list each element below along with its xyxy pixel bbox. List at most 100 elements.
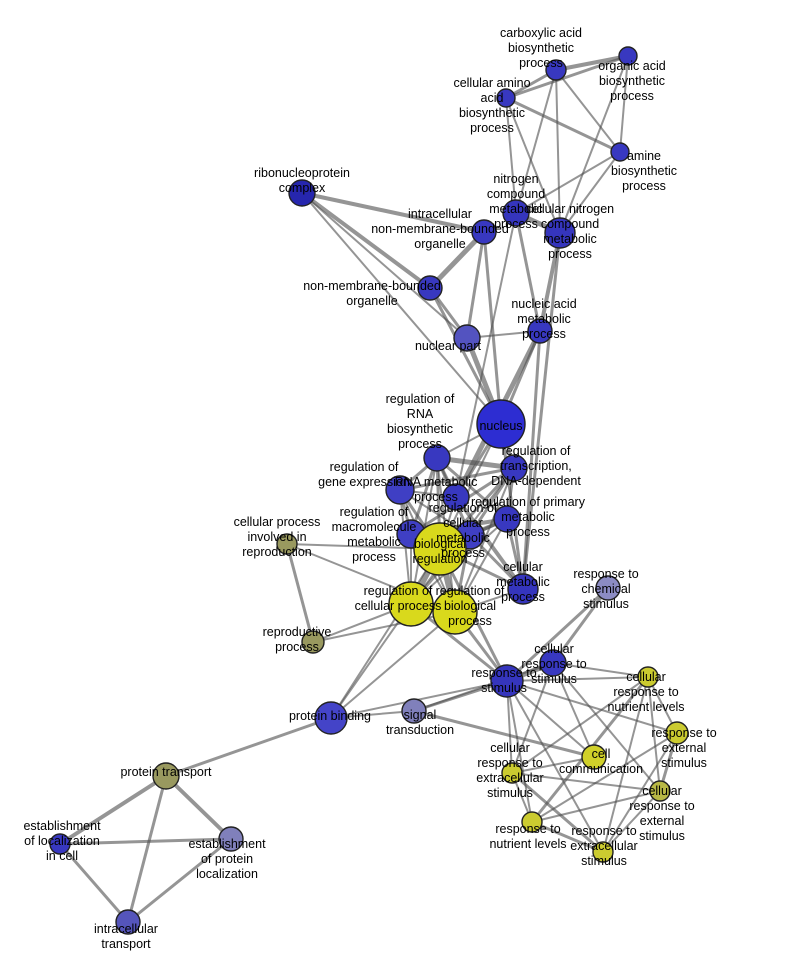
- graph-edge: [555, 69, 561, 234]
- graph-edge: [521, 231, 562, 591]
- node-regrna[interactable]: [423, 444, 451, 472]
- node-regbioproc[interactable]: [432, 589, 478, 635]
- node-prottrans[interactable]: [152, 762, 180, 790]
- graph-edge: [511, 772, 661, 792]
- graph-edge: [164, 774, 233, 841]
- node-rnamet[interactable]: [442, 483, 470, 511]
- graph-edge: [504, 54, 630, 100]
- node-cellrespextra[interactable]: [501, 762, 523, 784]
- graph-edge: [58, 837, 233, 846]
- node-estprotloc[interactable]: [218, 826, 244, 852]
- graph-edge: [602, 732, 678, 853]
- node-bioreg[interactable]: [413, 522, 467, 576]
- node-cellmet[interactable]: [507, 573, 539, 605]
- node-respextra[interactable]: [592, 841, 614, 863]
- node-respstim[interactable]: [490, 664, 524, 698]
- graph-edge: [551, 586, 610, 665]
- graph-edge: [506, 680, 595, 758]
- graph-edge: [602, 790, 661, 853]
- graph-edge: [511, 662, 554, 774]
- node-sigtrans[interactable]: [401, 698, 427, 724]
- graph-edge: [301, 192, 502, 425]
- graph-edge: [300, 191, 432, 290]
- graph-edge: [531, 732, 678, 823]
- node-cellrespstim[interactable]: [539, 649, 567, 677]
- node-amino[interactable]: [496, 88, 516, 108]
- node-estloc[interactable]: [49, 833, 71, 855]
- node-cellcomm[interactable]: [581, 744, 607, 770]
- node-amine[interactable]: [610, 142, 630, 162]
- graph-edge: [435, 456, 509, 521]
- node-cpir[interactable]: [276, 533, 298, 555]
- graph-edge: [521, 329, 542, 591]
- graph-edge: [427, 229, 487, 291]
- node-organic[interactable]: [618, 46, 638, 66]
- node-nucleus[interactable]: [476, 399, 526, 449]
- node-nmb[interactable]: [417, 275, 443, 301]
- graph-edge: [506, 680, 604, 853]
- node-cellrespexternal[interactable]: [649, 780, 671, 802]
- node-cellrespnutr[interactable]: [637, 666, 659, 688]
- graph-edge: [619, 55, 629, 153]
- node-intratrans[interactable]: [115, 909, 141, 935]
- graph-edge: [58, 774, 168, 846]
- node-reproductive[interactable]: [301, 630, 325, 654]
- graph-edge: [647, 676, 661, 792]
- graph-edge: [285, 542, 315, 644]
- graph-edge: [330, 548, 441, 719]
- graph-edge: [554, 54, 630, 72]
- node-inmb[interactable]: [471, 219, 497, 245]
- graph-edge: [511, 676, 649, 774]
- node-reggene[interactable]: [385, 475, 415, 505]
- graph-edge: [312, 611, 456, 643]
- graph-edge: [505, 97, 561, 234]
- node-regprimary[interactable]: [493, 505, 521, 533]
- graph-edge: [515, 69, 557, 214]
- graph-edge: [301, 192, 468, 339]
- graph-edge: [330, 603, 412, 719]
- node-respext[interactable]: [665, 721, 689, 745]
- graph-edge: [58, 842, 130, 924]
- graph-edge: [510, 771, 605, 854]
- graph-edge: [398, 466, 516, 492]
- node-cellnitrogen[interactable]: [544, 217, 576, 249]
- graph-edge: [552, 662, 649, 678]
- node-regtrans[interactable]: [500, 454, 528, 482]
- edges-layer: [58, 54, 679, 924]
- graph-edge: [555, 69, 621, 153]
- node-respnutr[interactable]: [521, 811, 543, 833]
- graph-edge: [559, 55, 629, 234]
- node-nitrogen[interactable]: [502, 199, 530, 227]
- graph-edge: [552, 662, 595, 758]
- graph-edge: [511, 756, 595, 774]
- graph-edge: [412, 709, 596, 759]
- graph-edge: [164, 716, 333, 778]
- graph-edge: [531, 790, 661, 823]
- graph-edge: [538, 231, 562, 333]
- nodes-layer: [49, 46, 689, 935]
- node-regcellproc[interactable]: [388, 581, 434, 627]
- graph-edge: [514, 211, 542, 333]
- graph-edge: [413, 662, 554, 712]
- node-protbind[interactable]: [314, 701, 348, 735]
- graph-edge: [505, 97, 517, 214]
- node-nucpart[interactable]: [453, 324, 481, 352]
- graph-edge: [454, 495, 525, 591]
- graph-edge: [126, 837, 233, 924]
- graph-edge: [559, 151, 621, 234]
- graph-edge: [506, 680, 678, 734]
- graph-edge: [126, 774, 168, 924]
- node-respchem[interactable]: [595, 575, 621, 601]
- graph-edge: [428, 286, 503, 426]
- node-nucacid[interactable]: [527, 318, 553, 344]
- node-carboxylic[interactable]: [545, 59, 567, 81]
- node-rnp[interactable]: [288, 179, 316, 207]
- graph-edge: [506, 676, 649, 682]
- graph-edge: [530, 820, 605, 854]
- graph-edge: [504, 96, 622, 154]
